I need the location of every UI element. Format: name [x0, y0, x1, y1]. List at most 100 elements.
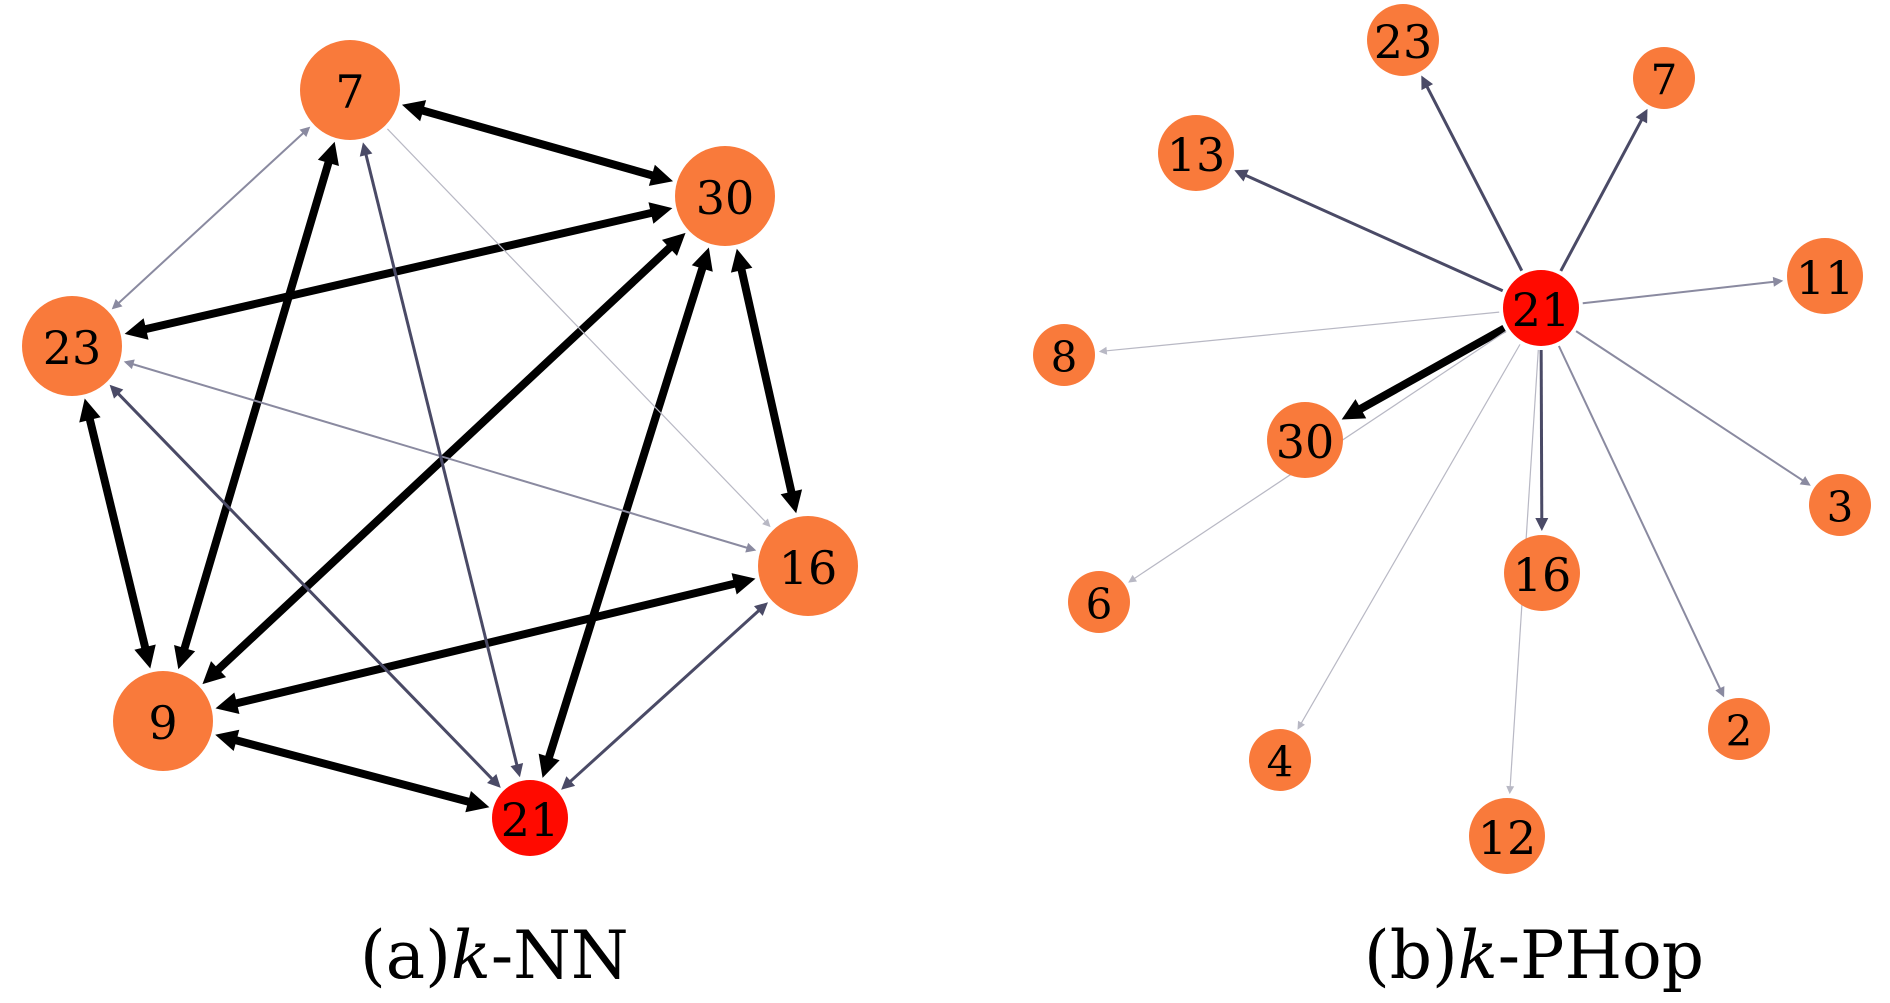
caption-knn-suffix: -NN	[490, 916, 629, 994]
kphop-edge-21-16-arrowhead-to	[1535, 517, 1549, 532]
knn-edge-7-21-arrowhead-to	[510, 763, 524, 778]
kphop-node-8-circle	[1033, 324, 1095, 386]
kphop-node-3-circle	[1809, 474, 1871, 536]
kphop-nodes: 21 23 7 13 11 8 30 3 6 16 2 4 12	[1033, 4, 1871, 874]
kphop-edge-21-4	[1297, 344, 1521, 730]
kphop-node-30: 30	[1267, 402, 1343, 478]
knn-node-16: 16	[758, 516, 858, 616]
knn-edge-21-16-arrowhead-to	[753, 602, 768, 616]
kphop-node-3-label: 3	[1827, 483, 1854, 532]
knn-edge-9-30-arrowhead-to	[661, 232, 686, 256]
knn-edge-7-23	[111, 126, 311, 310]
kphop-node-6-label: 6	[1086, 580, 1113, 629]
knn-node-21: 21	[492, 780, 568, 856]
knn-edge-21-30	[538, 247, 713, 778]
knn-edge-21-16	[561, 602, 768, 790]
kphop-edge-21-30-line	[1355, 325, 1507, 415]
knn-edge-7-21-line	[364, 152, 519, 768]
kphop-edge-21-6-arrowhead-to	[1128, 574, 1138, 583]
kphop-node-3: 3	[1809, 474, 1871, 536]
knn-edge-9-21-arrowhead-from	[215, 729, 240, 752]
knn-edge-21-30-line	[544, 263, 708, 763]
kphop-node-2-circle	[1708, 698, 1770, 760]
kphop-edge-21-13-arrowhead-to	[1234, 169, 1249, 182]
knn-node-16-circle	[758, 516, 858, 616]
kphop-node-12-circle	[1469, 798, 1545, 874]
kphop-edge-21-23	[1421, 75, 1524, 272]
knn-edge-21-16-line	[567, 608, 762, 784]
caption-kphop-prefix: (b)	[1364, 916, 1458, 994]
kphop-edge-21-16	[1535, 349, 1549, 532]
knn-edge-23-21-line	[115, 391, 495, 782]
knn-edge-23-30-arrowhead-from	[124, 318, 149, 340]
kphop-edge-21-2	[1557, 345, 1725, 698]
knn-edge-7-30-line	[417, 105, 658, 181]
knn-edge-30-16	[730, 248, 803, 514]
knn-node-9-circle	[113, 671, 213, 771]
kphop-edge-21-16-line	[1539, 349, 1544, 521]
knn-node-23-label: 23	[43, 321, 102, 375]
kphop-edge-21-23-line	[1424, 84, 1524, 272]
kphop-node-4-label: 4	[1267, 738, 1294, 787]
caption-kphop-suffix: -PHop	[1497, 916, 1704, 994]
knn-edge-23-21-arrowhead-from	[109, 384, 124, 399]
knn-node-9-label: 9	[148, 696, 177, 750]
knn-node-23: 23	[22, 296, 122, 396]
kphop-node-23-label: 23	[1374, 15, 1433, 69]
kphop-node-7: 7	[1633, 47, 1695, 109]
knn-edge-21-16-arrowhead-from	[561, 776, 576, 790]
knn-edge-30-16-arrowhead-to	[780, 489, 803, 514]
knn-edge-7-30-arrowhead-from	[401, 100, 427, 122]
kphop-edge-21-30-arrowhead-to	[1341, 399, 1367, 420]
kphop-node-21: 21	[1503, 270, 1579, 346]
kphop-node-11: 11	[1787, 238, 1863, 314]
knn-edge-9-7-arrowhead-from	[174, 645, 196, 670]
knn-edge-9-30-line	[212, 241, 676, 676]
kphop-node-16: 16	[1504, 535, 1580, 611]
kphop-node-8: 8	[1033, 324, 1095, 386]
knn-edge-21-30-arrowhead-from	[538, 753, 560, 778]
knn-edge-23-30-arrowhead-to	[648, 202, 673, 224]
knn-edge-7-30	[401, 100, 674, 186]
caption-knn: (a) k -NN	[360, 910, 629, 1000]
kphop-node-21-label: 21	[1512, 283, 1571, 337]
kphop-node-4-circle	[1249, 729, 1311, 791]
knn-node-7-label: 7	[335, 65, 364, 119]
kphop-node-16-circle	[1504, 535, 1580, 611]
knn-edge-9-21	[215, 729, 490, 813]
kphop-edge-21-4-arrowhead-to	[1297, 720, 1305, 730]
knn-edge-9-21-line	[231, 735, 474, 807]
kphop-node-11-label: 11	[1796, 251, 1855, 305]
knn-edge-23-9	[79, 398, 156, 669]
knn-edge-7-21-arrowhead-from	[359, 142, 373, 157]
kphop-node-30-circle	[1267, 402, 1343, 478]
kphop-edge-21-8-line	[1105, 311, 1500, 352]
kphop-edge-21-13	[1234, 169, 1504, 293]
knn-edge-23-30	[124, 202, 673, 340]
kphop-node-16-label: 16	[1513, 548, 1572, 602]
knn-edge-9-30	[202, 232, 686, 685]
kphop-node-13-label: 13	[1167, 128, 1226, 182]
kphop-node-2-label: 2	[1726, 707, 1753, 756]
kphop-edge-21-3-line	[1575, 330, 1805, 483]
kphop-edge-21-3	[1575, 330, 1811, 486]
kphop-node-4: 4	[1249, 729, 1311, 791]
kphop-node-23: 23	[1367, 4, 1439, 76]
kphop-node-30-label: 30	[1276, 415, 1335, 469]
knn-node-23-circle	[22, 296, 122, 396]
kphop-edge-21-13-line	[1243, 173, 1504, 293]
knn-edge-7-21	[359, 142, 524, 778]
kphop-edge-21-4-line	[1300, 344, 1521, 725]
knn-node-30-label: 30	[696, 171, 755, 225]
kphop-node-8-label: 8	[1051, 333, 1078, 382]
knn-edge-23-21-arrowhead-to	[487, 774, 501, 788]
kphop-node-2: 2	[1708, 698, 1770, 760]
kphop-node-13: 13	[1158, 115, 1234, 191]
knn-node-21-label: 21	[501, 793, 560, 847]
knn-graph-panel: 7 30 23 16 9 21	[22, 40, 858, 856]
knn-edge-7-23-line	[116, 131, 306, 305]
knn-edge-9-7	[174, 141, 339, 670]
knn-edge-9-7-arrowhead-to	[317, 141, 339, 166]
kphop-node-12-label: 12	[1478, 811, 1537, 865]
kphop-edge-21-2-arrowhead-to	[1715, 686, 1725, 698]
